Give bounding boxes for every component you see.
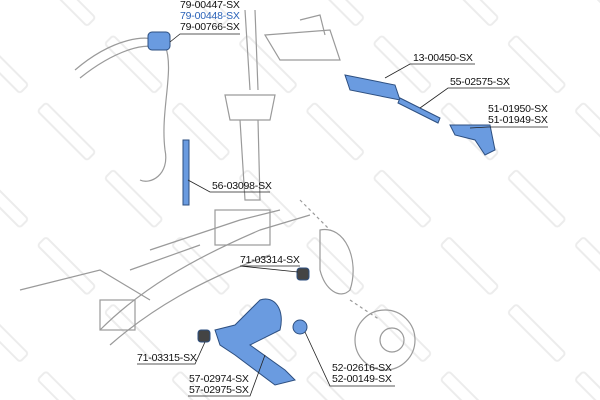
label-tie-rod-end-1: 51-01950-SX — [488, 103, 548, 115]
label-stabilizer-bushing-1: 79-00447-SX — [180, 0, 240, 11]
front-arm-bushing — [197, 329, 211, 343]
steering-rack — [263, 14, 341, 61]
label-ball-joint-1: 52-02616-SX — [332, 362, 392, 374]
label-tie-rod-end-2: 51-01949-SX — [488, 114, 548, 126]
stabilizer-bushing — [147, 31, 171, 51]
rear-arm-bushing — [296, 267, 310, 281]
label-steering-boot: 13-00450-SX — [413, 52, 473, 64]
label-stabilizer-bushing-3: 79-00766-SX — [180, 21, 240, 33]
stabilizer-bar — [74, 37, 170, 182]
tie-rod-end — [449, 124, 496, 156]
tie-rod — [397, 97, 441, 124]
subframe — [19, 209, 311, 346]
label-ball-joint-2: 52-00149-SX — [332, 373, 392, 385]
strut — [224, 9, 276, 201]
label-control-arm-2: 57-02975-SX — [189, 384, 249, 396]
ball-joint — [292, 319, 308, 335]
wheel-hub — [354, 309, 416, 371]
label-control-arm-1: 57-02974-SX — [189, 373, 249, 385]
label-rear-arm-bushing: 71-03314-SX — [240, 254, 300, 266]
label-stabilizer-bushing-2[interactable]: 79-00448-SX — [180, 10, 240, 22]
control-arm — [214, 298, 296, 386]
stabilizer-link — [182, 139, 190, 206]
steering-boot — [344, 74, 401, 101]
label-tie-rod: 55-02575-SX — [450, 76, 510, 88]
knuckle — [319, 229, 354, 295]
label-front-arm-bushing: 71-03315-SX — [137, 352, 197, 364]
label-stabilizer-link: 56-03098-SX — [212, 180, 272, 192]
